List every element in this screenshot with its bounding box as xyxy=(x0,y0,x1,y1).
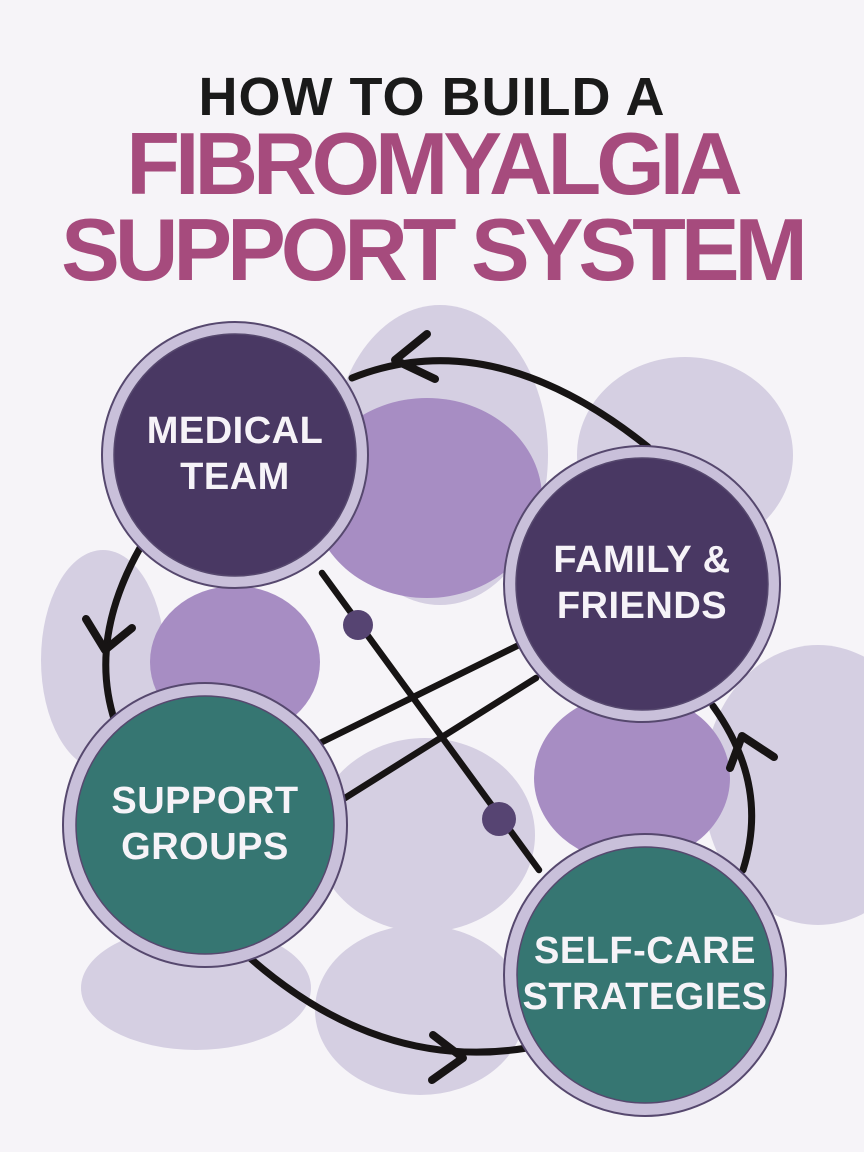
blob-right-edge xyxy=(703,645,864,925)
node-circle-support xyxy=(75,695,335,955)
blob-right-accent xyxy=(534,693,730,863)
link-family-support-a xyxy=(314,641,523,748)
node-label-line: SUPPORT xyxy=(111,780,299,822)
node-label-self-care: SELF-CARE STRATEGIES xyxy=(480,928,810,1021)
node-label-line: MEDICAL xyxy=(146,410,324,452)
node-label-line: GROUPS xyxy=(121,826,289,869)
node-label-line: SELF-CARE xyxy=(534,930,756,972)
node-label-line: STRATEGIES xyxy=(522,976,768,1019)
node-family-friends xyxy=(503,445,781,723)
arc-support-to-selfcare xyxy=(246,954,531,1056)
node-medical-team xyxy=(101,321,369,589)
node-circle-medical xyxy=(113,333,357,577)
arrowhead-left-icon xyxy=(391,330,439,383)
cross-links xyxy=(314,569,543,874)
node-circle-family xyxy=(515,457,769,711)
node-label-line: TEAM xyxy=(180,456,290,499)
link-family-support-b xyxy=(341,674,540,802)
title-prefix: HOW TO BUILD A xyxy=(198,67,666,127)
node-support-groups xyxy=(62,682,348,968)
blob-top-center-accent xyxy=(312,398,542,598)
title-line-1: FIBROMYALGIA xyxy=(126,114,742,213)
arrowhead-right-icon xyxy=(428,1031,467,1084)
arrowhead-up-icon xyxy=(726,732,778,772)
node-label-line: FAMILY & xyxy=(553,539,731,581)
node-self-care xyxy=(503,833,787,1117)
cycle-arrows xyxy=(82,330,778,1084)
node-circles xyxy=(62,321,787,1117)
arc-medical-to-support xyxy=(102,544,144,726)
node-label-support-groups: SUPPORT GROUPS xyxy=(55,778,355,871)
node-label-line: FRIENDS xyxy=(556,585,728,628)
arc-selfcare-to-family xyxy=(709,702,756,874)
arc-family-to-medical xyxy=(348,357,652,451)
node-label-family-friends: FAMILY & FRIENDS xyxy=(492,537,792,630)
title-line-2: SUPPORT SYSTEM xyxy=(61,200,808,299)
node-label-medical-team: MEDICAL TEAM xyxy=(85,408,385,501)
arrowhead-down-icon xyxy=(82,615,136,654)
link-node-dot-lower xyxy=(482,802,516,836)
link-node-dot-upper xyxy=(343,610,373,640)
node-circle-selfcare xyxy=(516,846,774,1104)
